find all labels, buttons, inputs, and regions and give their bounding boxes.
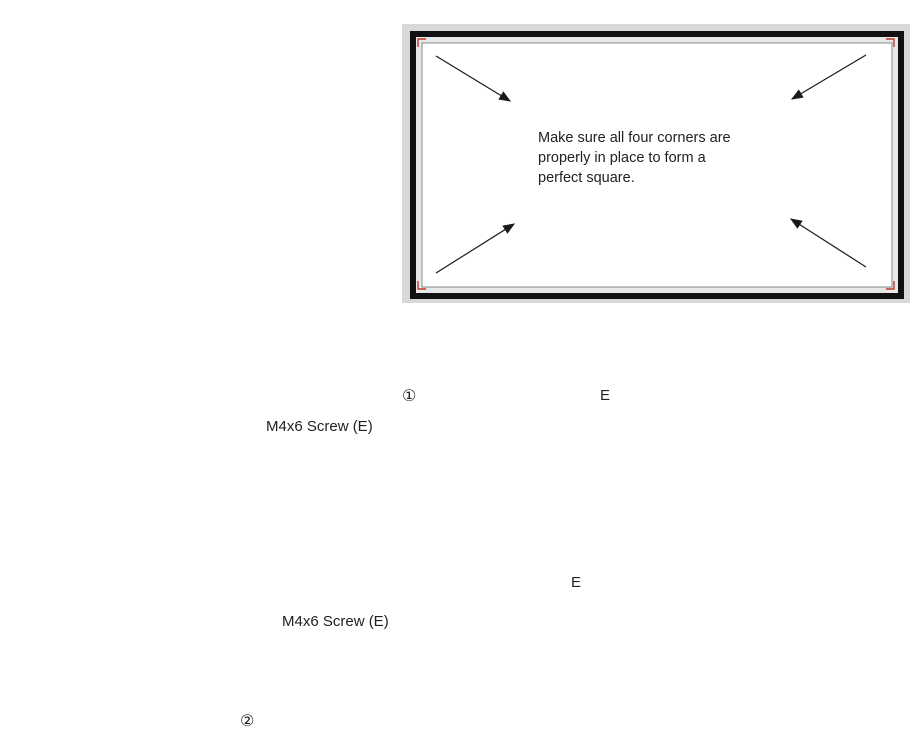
corner-marker-top-left <box>417 38 426 47</box>
screen-frame <box>402 24 910 303</box>
arrow-bottom-right <box>789 218 867 268</box>
corner-marker-bottom-left <box>417 281 426 290</box>
step-2-marker: ② <box>240 711 255 730</box>
step-1-marker: ① <box>402 386 417 405</box>
instruction-line-1: Make sure all four corners are <box>538 130 731 146</box>
screw-label-top: M4x6 Screw (E) <box>266 418 373 435</box>
arrow-top-right <box>790 54 867 100</box>
instruction-line-3: perfect square. <box>538 170 635 186</box>
arrow-bottom-left <box>435 223 516 274</box>
corner-marker-top-right <box>886 38 895 47</box>
part-e-label-top: E <box>600 387 611 404</box>
arrow-top-left <box>435 55 512 102</box>
screw-label-bottom: M4x6 Screw (E) <box>282 613 389 630</box>
instruction-line-2: properly in place to form a <box>538 150 706 166</box>
corner-instruction-text: Make sure all four corners are properly … <box>538 128 778 188</box>
corner-markers <box>417 38 895 290</box>
corner-arrows <box>435 54 867 274</box>
part-e-label-bottom: E <box>571 574 582 591</box>
corner-marker-bottom-right <box>886 281 895 290</box>
